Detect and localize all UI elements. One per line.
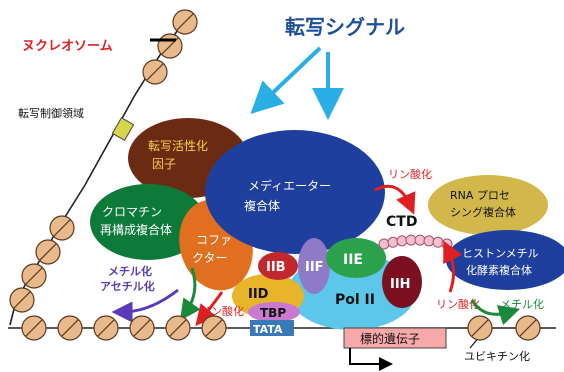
tata-box	[250, 320, 294, 336]
rna-processing-label-2: シング複合体	[450, 205, 516, 219]
activator-label-2: 因子	[152, 157, 176, 171]
activator-label-1: 転写活性化	[148, 139, 208, 153]
nucleosome-icon	[21, 263, 47, 289]
cofactor-label-2: クター	[192, 251, 228, 265]
ctd-bead	[432, 236, 444, 248]
regulatory-region-box	[111, 117, 135, 141]
ctd-bead	[378, 238, 390, 250]
hmt-blob	[446, 230, 564, 290]
green-arrow-left	[179, 267, 201, 321]
nucleosome-icon	[172, 9, 198, 35]
iih-blob	[382, 256, 422, 308]
mediator-blob	[205, 130, 385, 254]
nucleosome-icon	[35, 239, 61, 265]
ctd-bead	[423, 235, 435, 247]
phos-left-arrow	[195, 291, 224, 327]
nucleosome-icon	[467, 315, 493, 341]
ctd-label: CTD	[386, 214, 417, 230]
nucleosome-icon	[9, 287, 35, 313]
ctd-bead	[414, 234, 426, 246]
nucleosome-group	[9, 9, 198, 313]
remodeler-blob	[90, 184, 206, 260]
iif-label: IIF	[305, 260, 324, 275]
pol2-label: Pol II	[335, 292, 375, 308]
iid-label: IID	[248, 287, 269, 302]
methyl-right-label: メチル化	[500, 297, 544, 311]
hmt-label-2: 化酵素複合体	[466, 263, 532, 277]
tbp-label: TBP	[260, 306, 286, 320]
tata-label: TATA	[253, 323, 283, 336]
phos-top-label: リン酸化	[388, 167, 432, 181]
methyl-acetyl-arrow	[111, 288, 179, 323]
target-gene-box	[343, 327, 447, 349]
nucleosome-icon	[142, 59, 168, 85]
nucleosome-icon	[49, 215, 75, 241]
phos-right-arrow	[443, 240, 463, 293]
ubiquitin-label: ユビキチン化	[464, 349, 530, 363]
iib-blob	[258, 252, 298, 280]
phos-right-label: リン酸化	[436, 297, 480, 311]
ctd-bead	[396, 235, 408, 247]
iif-blob	[298, 238, 330, 294]
iib-label: IIB	[266, 260, 286, 275]
target-gene-label: 標的遺伝子	[360, 331, 420, 346]
cofactor-label-1: コファ	[196, 233, 232, 247]
mediator-label-2: 複合体	[244, 198, 280, 213]
methyl-right-arrow	[470, 299, 521, 326]
nucleosome-icon	[157, 33, 183, 59]
nucleosome-icon	[57, 315, 83, 341]
nucleosome-icon	[21, 315, 47, 341]
phos-top-arrow	[374, 184, 416, 215]
title: 転写シグナル	[285, 15, 405, 39]
nucleosome-icon	[129, 315, 155, 341]
methyl-acetyl-label-1: メチル化	[108, 264, 152, 278]
rna-processing-blob	[428, 175, 548, 235]
nucleosome-icon	[93, 315, 119, 341]
nucleosome-icon	[515, 315, 541, 341]
iie-blob	[326, 238, 386, 278]
ctd-tail	[378, 234, 453, 250]
nucleosome-label: ヌクレオソーム	[22, 39, 113, 54]
signal-arrow-left	[250, 46, 322, 115]
rna-processing-label-1: RNA プロセ	[450, 189, 510, 202]
transcription-start-arrow	[349, 348, 393, 371]
remodeler-label-1: クロマチン	[102, 205, 162, 219]
nucleosome-row	[21, 315, 541, 341]
nucleosome-icon	[201, 315, 227, 341]
iih-label: IIH	[390, 277, 411, 292]
regulatory-region-label: 転写制御領域	[18, 106, 84, 120]
hmt-label-1: ヒストンメチル	[462, 247, 539, 260]
iie-label: IIE	[343, 252, 363, 268]
methyl-acetyl-label-2: アセチル化	[100, 279, 155, 293]
nucleosome-icon	[165, 315, 191, 341]
remodeler-label-2: 再構成複合体	[100, 222, 172, 237]
tbp-blob	[248, 302, 300, 322]
ctd-bead	[441, 238, 453, 250]
mediator-label-1: メディエーター	[248, 178, 331, 193]
ctd-bead	[387, 236, 399, 248]
